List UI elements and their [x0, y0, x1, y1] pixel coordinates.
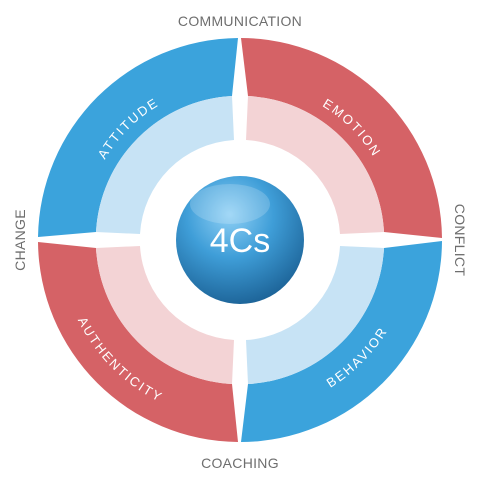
- segment-emotion[interactable]: [241, 38, 442, 238]
- segment-authenticity[interactable]: [38, 242, 238, 442]
- label-change: CHANGE: [12, 209, 28, 271]
- segment-behavior[interactable]: [241, 241, 442, 442]
- sphere-highlight: [190, 184, 270, 224]
- outer-ring: [38, 38, 442, 442]
- label-conflict: CONFLICT: [452, 204, 468, 277]
- inner-segment-behavior: [246, 246, 384, 384]
- inner-segment-authenticity: [96, 246, 234, 384]
- inner-ring: [96, 96, 384, 384]
- label-coaching: COACHING: [201, 455, 279, 471]
- label-communication: COMMUNICATION: [178, 13, 302, 29]
- inner-segment-attitude: [96, 96, 234, 234]
- center-sphere[interactable]: [176, 176, 304, 304]
- inner-segment-emotion: [246, 96, 384, 234]
- segment-attitude[interactable]: [38, 38, 238, 237]
- center-label: 4Cs: [210, 222, 270, 260]
